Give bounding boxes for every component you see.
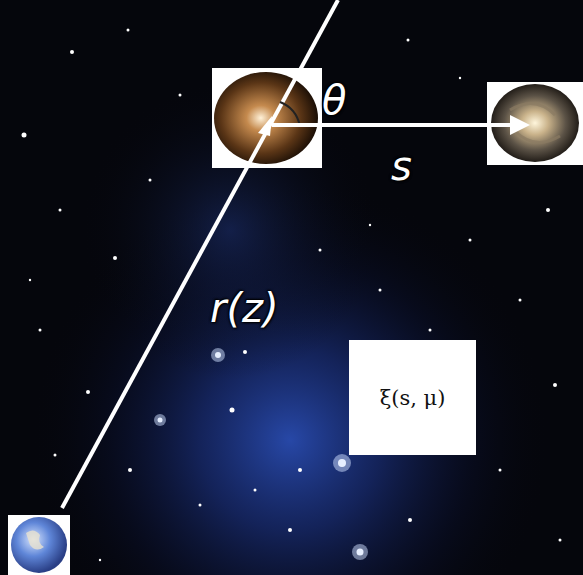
angle-label: θ [322,80,346,120]
formula-box: ξ(s, μ) [349,340,476,455]
distance-label: r(z) [210,288,279,328]
separation-label: s [391,146,412,186]
formula-text: ξ(s, μ) [380,386,446,410]
